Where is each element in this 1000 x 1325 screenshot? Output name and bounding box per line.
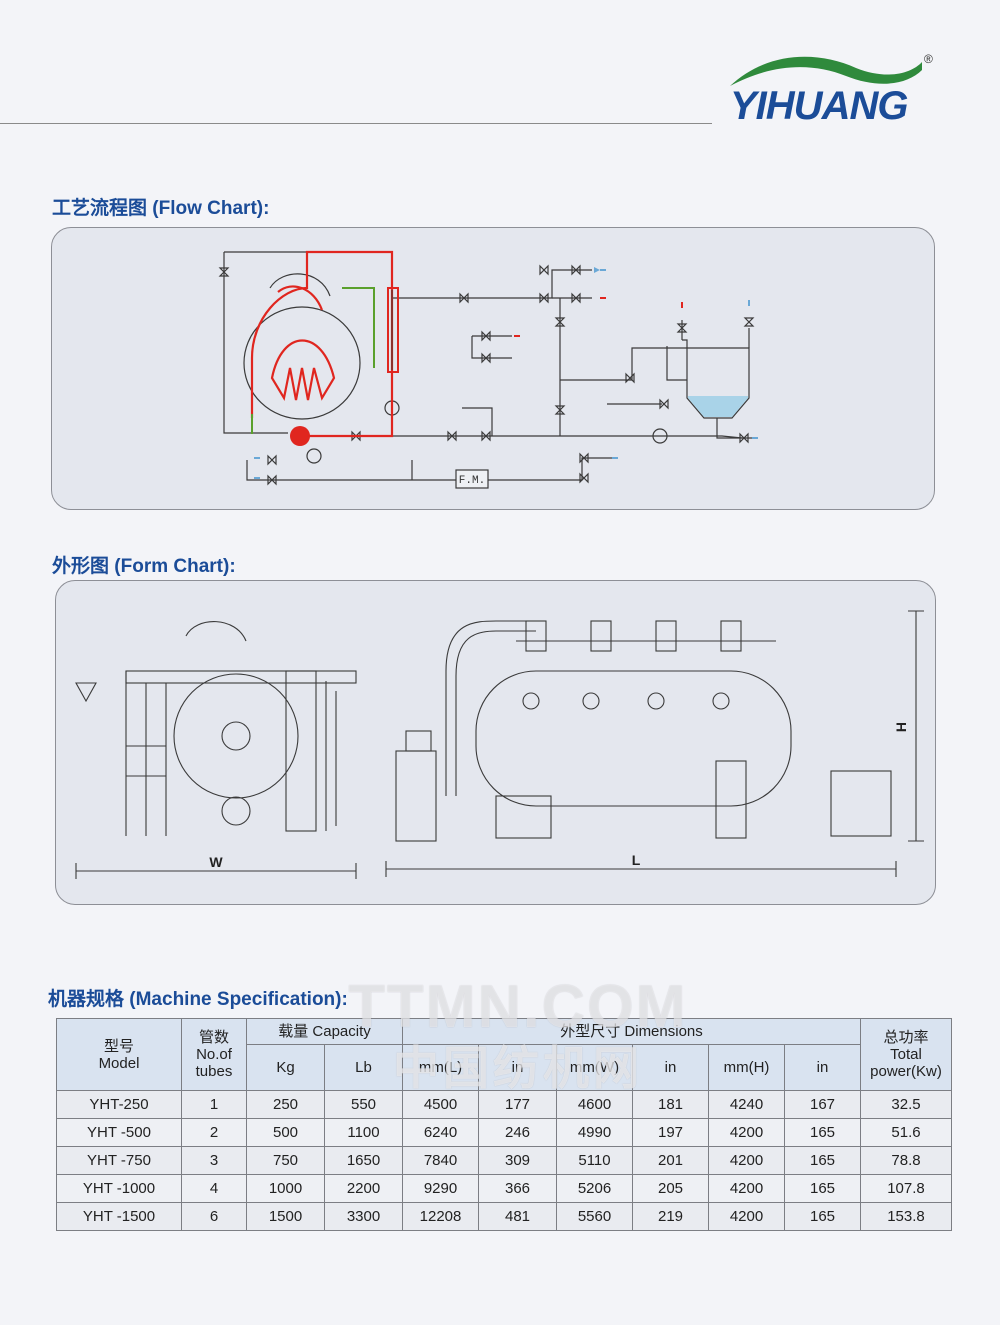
cell-model: YHT -750 (56, 1146, 182, 1175)
header-in-height: in (784, 1044, 861, 1091)
cell-in-length: 177 (478, 1090, 557, 1119)
header-in-length: in (478, 1044, 557, 1091)
cell-mm-length: 9290 (402, 1174, 479, 1203)
header-rule (0, 123, 712, 124)
cell-mm-height: 4200 (708, 1146, 785, 1175)
cell-in-width: 201 (632, 1146, 709, 1175)
cell-mm-width: 5206 (556, 1174, 633, 1203)
table-row: YHT -1500 6 1500 3300 12208 481 5560 219… (56, 1202, 952, 1231)
cell-kg: 1000 (246, 1174, 325, 1203)
cell-mm-length: 7840 (402, 1146, 479, 1175)
cell-mm-height: 4200 (708, 1202, 785, 1231)
cell-mm-length: 12208 (402, 1202, 479, 1231)
cell-kg: 1500 (246, 1202, 325, 1231)
cell-tubes: 4 (181, 1174, 247, 1203)
registered-mark: ® (924, 52, 933, 66)
cell-mm-height: 4200 (708, 1118, 785, 1147)
cell-tubes: 3 (181, 1146, 247, 1175)
header-kg: Kg (246, 1044, 325, 1091)
header-model: 型号 Model (56, 1018, 182, 1091)
flow-chart-panel: F.M. (51, 227, 935, 510)
form-chart-panel: W L H (55, 580, 936, 905)
flow-chart-title: 工艺流程图 (Flow Chart): (52, 198, 270, 219)
header-mm-width: mm(W) (556, 1044, 633, 1091)
table-row: YHT-250 1 250 550 4500 177 4600 181 4240… (56, 1090, 952, 1119)
brand-logo: YIHUANG ® (726, 46, 946, 136)
cell-mm-length: 6240 (402, 1118, 479, 1147)
cell-lb: 2200 (324, 1174, 403, 1203)
header-mm-length: mm(L) (402, 1044, 479, 1091)
cell-lb: 550 (324, 1090, 403, 1119)
flow-meter-label: F.M. (459, 475, 485, 487)
cell-kg: 500 (246, 1118, 325, 1147)
cell-tubes: 6 (181, 1202, 247, 1231)
cell-in-width: 181 (632, 1090, 709, 1119)
cell-lb: 1100 (324, 1118, 403, 1147)
cell-in-height: 165 (784, 1118, 861, 1147)
cell-model: YHT-250 (56, 1090, 182, 1119)
cell-mm-height: 4200 (708, 1174, 785, 1203)
spec-table: 型号 Model 管数 No.of tubes 载量 Capacity 外型尺寸… (56, 1018, 952, 1231)
form-chart-drawing: W L H (75, 610, 924, 879)
cell-in-width: 197 (632, 1118, 709, 1147)
header-lb: Lb (324, 1044, 403, 1091)
heat-pump-icon (290, 426, 310, 446)
cell-lb: 1650 (324, 1146, 403, 1175)
table-row: YHT -750 3 750 1650 7840 309 5110 201 42… (56, 1146, 952, 1175)
header-dimensions: 外型尺寸 Dimensions (402, 1018, 861, 1045)
cell-in-height: 167 (784, 1090, 861, 1119)
cell-mm-width: 5110 (556, 1146, 633, 1175)
logo-swoosh-icon (730, 56, 922, 86)
table-row: YHT -1000 4 1000 2200 9290 366 5206 205 … (56, 1174, 952, 1203)
cell-in-height: 165 (784, 1146, 861, 1175)
header-tubes: 管数 No.of tubes (181, 1018, 247, 1091)
cell-mm-height: 4240 (708, 1090, 785, 1119)
cell-lb: 3300 (324, 1202, 403, 1231)
dimension-height-label: H (893, 722, 909, 732)
dimension-length-label: L (632, 852, 641, 868)
cell-mm-width: 4600 (556, 1090, 633, 1119)
cell-in-length: 246 (478, 1118, 557, 1147)
cell-in-length: 481 (478, 1202, 557, 1231)
cell-in-length: 366 (478, 1174, 557, 1203)
cell-in-length: 309 (478, 1146, 557, 1175)
header-mm-height: mm(H) (708, 1044, 785, 1091)
header-capacity: 载量 Capacity (246, 1018, 403, 1045)
cell-in-height: 165 (784, 1174, 861, 1203)
spec-title: 机器规格 (Machine Specification): (48, 989, 348, 1010)
cell-mm-width: 5560 (556, 1202, 633, 1231)
flow-chart-diagram: F.M. (218, 250, 758, 489)
form-chart-title: 外形图 (Form Chart): (52, 556, 236, 577)
header-power: 总功率 Total power(Kw) (860, 1018, 952, 1091)
cell-mm-width: 4990 (556, 1118, 633, 1147)
cell-kg: 250 (246, 1090, 325, 1119)
cell-mm-length: 4500 (402, 1090, 479, 1119)
cell-in-height: 165 (784, 1202, 861, 1231)
cell-tubes: 2 (181, 1118, 247, 1147)
dimension-width-label: W (209, 854, 223, 870)
cell-model: YHT -1500 (56, 1202, 182, 1231)
cell-power: 32.5 (860, 1090, 952, 1119)
cell-power: 51.6 (860, 1118, 952, 1147)
cell-model: YHT -1000 (56, 1174, 182, 1203)
table-row: YHT -500 2 500 1100 6240 246 4990 197 42… (56, 1118, 952, 1147)
header-in-width: in (632, 1044, 709, 1091)
cell-model: YHT -500 (56, 1118, 182, 1147)
cell-in-width: 219 (632, 1202, 709, 1231)
cell-kg: 750 (246, 1146, 325, 1175)
brand-name: YIHUANG (730, 84, 908, 128)
cell-power: 153.8 (860, 1202, 952, 1231)
cell-power: 78.8 (860, 1146, 952, 1175)
cell-tubes: 1 (181, 1090, 247, 1119)
cell-in-width: 205 (632, 1174, 709, 1203)
cell-power: 107.8 (860, 1174, 952, 1203)
